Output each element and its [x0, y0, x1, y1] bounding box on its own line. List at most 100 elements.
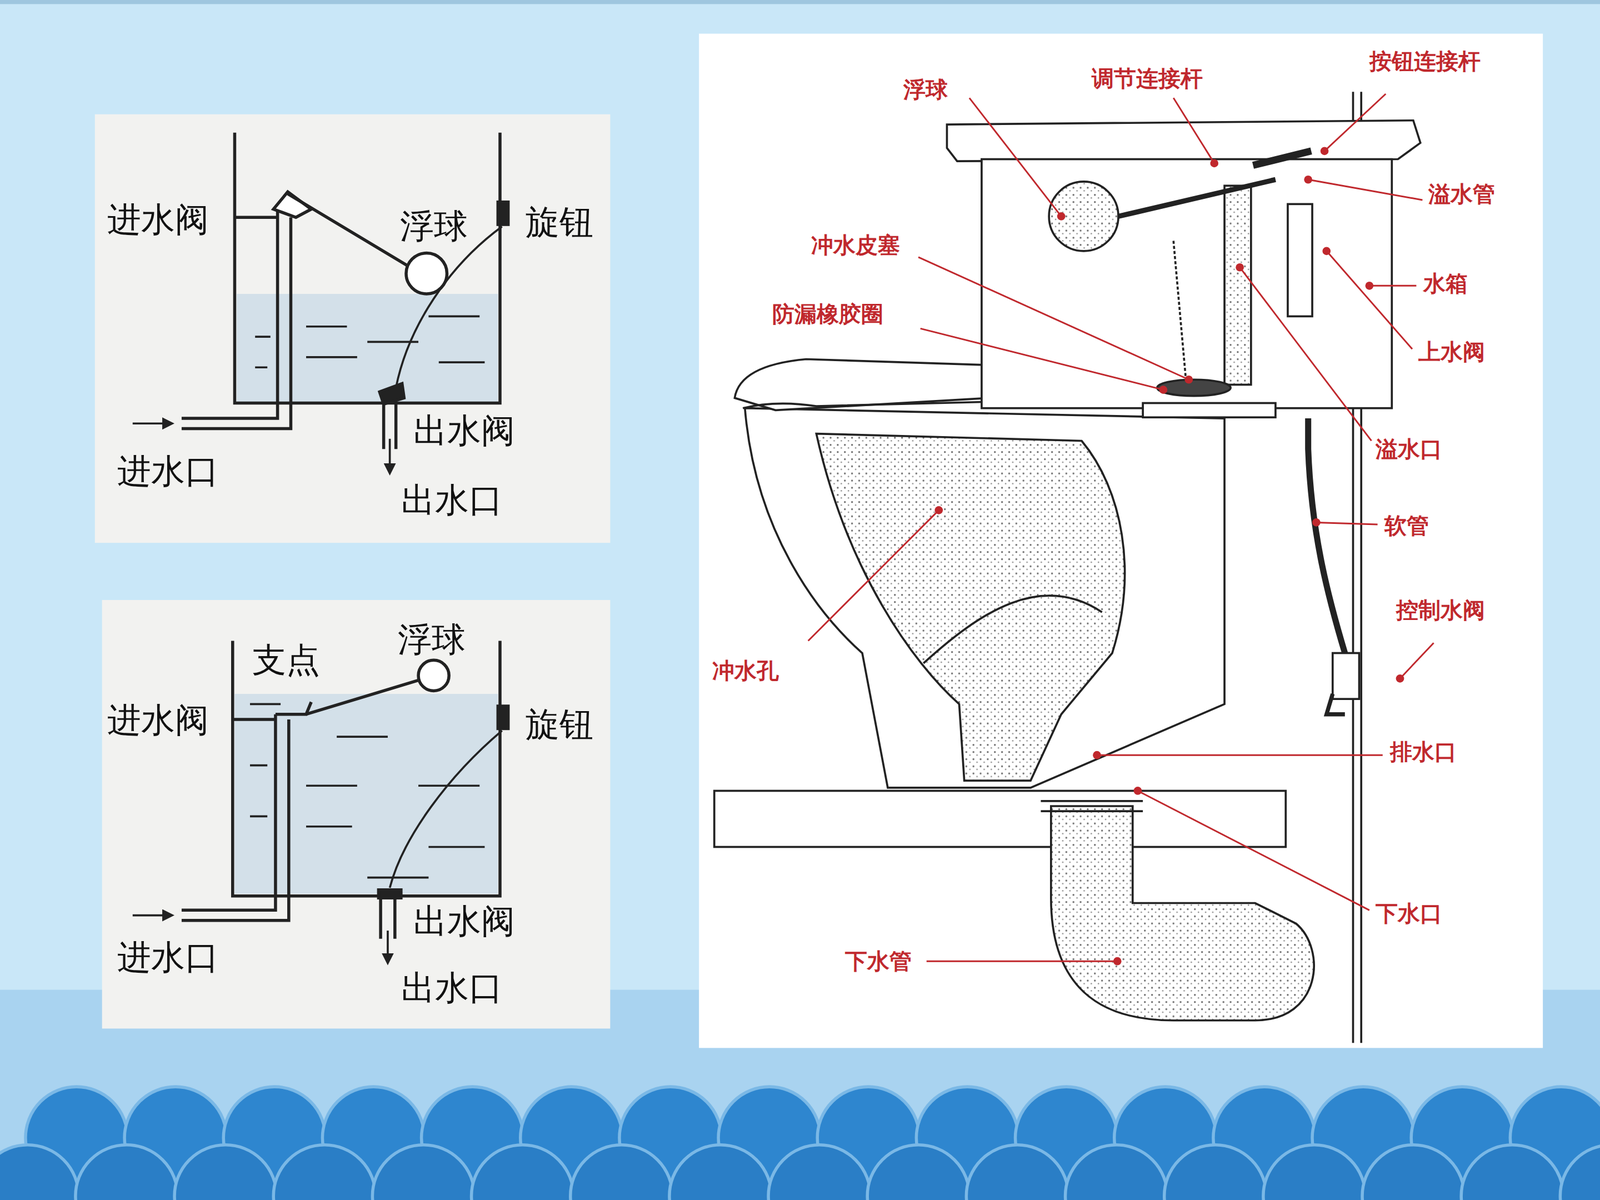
- leader-dot: [1210, 159, 1219, 168]
- drain-pipe: [1051, 806, 1314, 1021]
- part-label: 下水口: [1375, 901, 1443, 926]
- water: [236, 293, 498, 404]
- tank-wall: [234, 132, 500, 404]
- leader-dot: [1365, 281, 1374, 290]
- leader-dot: [1159, 385, 1168, 394]
- part-label: 进水口: [117, 452, 219, 490]
- float-ball: [418, 660, 449, 691]
- part-label: 进水阀: [107, 201, 209, 239]
- control-valve: [1332, 653, 1360, 700]
- chain: [1173, 240, 1186, 378]
- leader-line: [1240, 267, 1372, 441]
- scallop: [174, 1145, 277, 1200]
- leader-dot: [1396, 674, 1405, 683]
- scallop-row: [0, 1145, 1600, 1200]
- part-label: 旋钮: [525, 203, 594, 242]
- leader-line: [1096, 754, 1383, 757]
- scallop: [768, 1145, 871, 1200]
- scallop: [669, 1145, 772, 1200]
- leader-dot: [934, 506, 943, 515]
- flow-arrow: [132, 422, 169, 425]
- water-lines: [250, 703, 485, 878]
- part-label: 冲水皮塞: [811, 232, 900, 258]
- part-label: 旋钮: [525, 706, 594, 744]
- leader-dot: [1133, 786, 1143, 795]
- leader-dot: [1092, 751, 1102, 760]
- leader-dot: [1057, 212, 1066, 221]
- scallop: [273, 1145, 376, 1200]
- scallop: [1065, 1145, 1168, 1200]
- valve-box: [232, 719, 289, 897]
- leader-line: [1316, 522, 1378, 525]
- part-label: 出水口: [401, 969, 503, 1007]
- inlet-valve: [275, 702, 312, 715]
- bowl: [745, 408, 1225, 788]
- leader-lines: [808, 93, 1434, 962]
- lever: [287, 193, 410, 268]
- scallop: [1461, 1145, 1564, 1200]
- panel: [95, 114, 611, 543]
- panel: [698, 33, 1543, 1049]
- drain-flange: [1040, 801, 1143, 812]
- chain: [396, 226, 503, 388]
- scallop: [471, 1145, 574, 1200]
- chain: [390, 730, 503, 888]
- part-label: 按钮连接杆: [1369, 48, 1481, 74]
- outlet-valve: [379, 383, 404, 405]
- inlet-pipe: [181, 714, 289, 921]
- toilet-illustration: [714, 91, 1421, 1043]
- part-label: 浮球: [400, 207, 468, 245]
- part-label: 上水阀: [1418, 339, 1485, 364]
- tank-flange: [1142, 403, 1276, 418]
- part-label: 进水阀: [107, 701, 209, 739]
- tank-wall: [232, 640, 500, 896]
- outlet-valve: [378, 890, 401, 899]
- leader-dot: [1113, 957, 1122, 966]
- part-label: 出水阀: [413, 902, 515, 940]
- scallop: [1164, 1145, 1267, 1200]
- leader-line: [1400, 642, 1434, 679]
- floor: [714, 790, 1287, 847]
- leader-dot: [1303, 175, 1313, 184]
- scallop: [570, 1145, 673, 1200]
- part-label: 浮球: [397, 621, 466, 659]
- trapway: [816, 433, 1125, 781]
- leader-line: [918, 257, 1189, 380]
- part-label: 浮球: [903, 77, 948, 102]
- knob: [497, 706, 508, 729]
- leader-line: [1369, 285, 1417, 287]
- part-label: 出水口: [401, 481, 503, 519]
- flow-arrow: [388, 438, 392, 470]
- part-label: 排水口: [1390, 739, 1457, 764]
- scallop: [966, 1145, 1069, 1200]
- tank: [981, 159, 1392, 409]
- valve-handle: [1326, 693, 1345, 715]
- part-label: 下水管: [845, 948, 912, 974]
- part-label: 软管: [1384, 513, 1429, 538]
- leader-line: [1326, 251, 1413, 349]
- leader-dot: [1322, 246, 1331, 255]
- leader-dot: [1320, 146, 1329, 155]
- scallop: [75, 1145, 178, 1200]
- valve-box: [234, 217, 291, 403]
- inlet-pipe: [181, 209, 292, 429]
- leader-line: [920, 328, 1164, 390]
- tank-lid: [946, 120, 1420, 162]
- leader-dot: [1312, 518, 1321, 527]
- knob: [497, 202, 508, 225]
- part-label: 防漏橡胶圈: [772, 301, 884, 327]
- part-label: 冲水孔: [712, 658, 779, 683]
- part-label: 进水口: [117, 938, 219, 977]
- panel: [102, 600, 611, 1029]
- part-label: 水箱: [1423, 271, 1468, 296]
- part-label: 溢水口: [1375, 436, 1443, 462]
- fill-valve: [1287, 203, 1313, 317]
- top-border: [0, 0, 1600, 4]
- leader-line: [1308, 179, 1423, 200]
- hose: [1308, 418, 1345, 653]
- leader-line: [926, 960, 1118, 963]
- bowl-contour: [923, 595, 1102, 664]
